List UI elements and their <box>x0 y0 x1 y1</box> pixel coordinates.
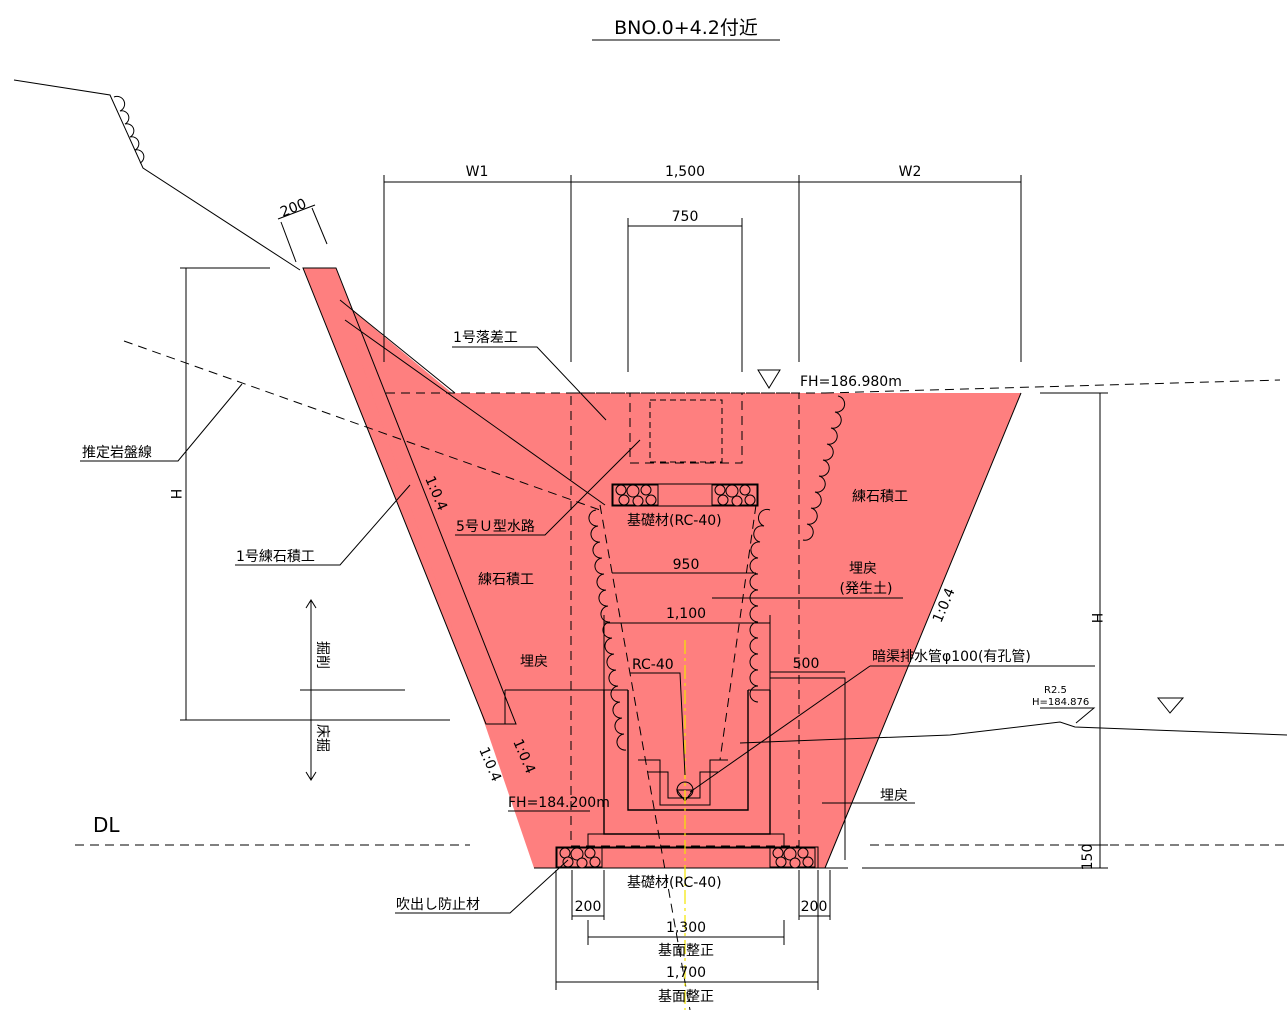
label-masonry-center: 練石積工 <box>478 572 534 588</box>
leader-drain-pointer <box>689 665 871 793</box>
scallop-right-u <box>749 508 771 703</box>
label-base-level-2: 基面整正 <box>658 988 714 1005</box>
leader-bedrock <box>80 383 243 462</box>
terrain <box>13 79 1287 846</box>
dim-200-bottom-right: 200 <box>801 899 828 915</box>
dim-w1: W1 <box>466 164 489 180</box>
label-bed-excavation: 床掘 <box>314 724 330 752</box>
u-channel-inner <box>627 690 749 811</box>
dim-1300: 1,300 <box>666 920 706 936</box>
dim-200-bottom-left: 200 <box>575 899 602 915</box>
gravel-patches <box>556 484 816 869</box>
label-u-channel: 5号Ｕ型水路 <box>456 519 535 535</box>
leader-blowout <box>395 859 569 914</box>
label-bedrock-line: 推定岩盤線 <box>82 445 152 461</box>
dim-950: 950 <box>673 557 700 573</box>
u-channel-outer <box>603 690 771 835</box>
pipe-slope-dash-left <box>599 504 691 1010</box>
label-base-level-1: 基面整正 <box>658 942 714 959</box>
label-rc40: RC-40 <box>632 657 674 673</box>
leader-lines <box>80 346 1096 914</box>
masonry-scallops <box>588 395 846 751</box>
page-title: BNO.0+4.2付近 <box>614 17 758 39</box>
leader-rc40 <box>630 672 686 776</box>
label-excavation: 掘削 <box>314 641 330 669</box>
base-pad-bottom <box>555 846 819 869</box>
scallop-upper-right <box>802 395 846 541</box>
label-backfill-right: 埋戻 <box>849 561 877 577</box>
structure-outlines <box>302 267 1022 1010</box>
label-r25: R2.5 <box>1044 685 1067 696</box>
label-h-ground: H=184.876 <box>1032 697 1089 708</box>
left-wall-inner-slope <box>344 319 606 506</box>
label-fh-top: FH=186.980m <box>800 374 902 390</box>
left-masonry-wall <box>302 267 517 725</box>
dimension-lines <box>180 175 1108 990</box>
label-fh-bottom: FH=184.200m <box>508 795 610 811</box>
label-base-top: 基礎材(RC-40) <box>627 512 722 529</box>
ground-line-right <box>824 379 1281 394</box>
leader-ground <box>1040 707 1096 724</box>
label-backfill-lower-right: 埋戻 <box>880 788 908 804</box>
gravel-top-right <box>711 484 758 507</box>
leader-u-channel <box>455 439 641 536</box>
dim-w2: W2 <box>899 164 922 180</box>
dim-h-right: H <box>1088 613 1104 624</box>
dim-1100: 1,100 <box>666 606 706 622</box>
gravel-bottom-right <box>769 847 816 869</box>
ground-line-lower-right <box>739 721 1287 744</box>
label-drain-pipe: 暗渠排水管φ100(有孔管) <box>872 649 1031 665</box>
label-masonry-right: 練石積工 <box>852 489 908 505</box>
dim-1700: 1,700 <box>666 965 706 981</box>
label-backfill-left: 埋戻 <box>520 654 548 670</box>
label-base-bottom: 基礎材(RC-40) <box>627 874 722 891</box>
dim-750: 750 <box>672 209 699 225</box>
label-masonry-left-call: 1号練石積工 <box>236 549 315 565</box>
leader-masonry-left <box>235 484 411 566</box>
dim-1500: 1,500 <box>665 164 705 180</box>
level-marks <box>757 369 1185 714</box>
section-fill <box>303 268 1021 868</box>
excavation-fill <box>340 300 1021 868</box>
dim-150: 150 <box>1080 844 1096 871</box>
backfill-right-step <box>770 677 846 860</box>
pipe-slope-dash-right <box>719 504 757 761</box>
bedrock-line-dashed <box>123 340 601 511</box>
water-level-right-icon <box>1156 697 1185 714</box>
drain-trench <box>638 759 728 806</box>
label-drop-work: 1号落差工 <box>453 330 518 346</box>
leader-drop-work <box>452 346 607 421</box>
gravel-top-left <box>612 484 659 507</box>
drop-inner-pit <box>649 399 723 463</box>
gravel-bottom-left <box>556 847 603 869</box>
dim-h-left: H <box>167 489 183 500</box>
label-dl: DL <box>93 813 120 837</box>
label-backfill-right-sub: (発生土) <box>840 581 893 597</box>
water-level-top-icon <box>757 369 781 389</box>
cliff-scallops <box>113 95 145 164</box>
excavation-left-line <box>339 299 456 394</box>
excavation-right-edge <box>824 392 1022 869</box>
dim-200-wall: 200 <box>278 196 309 221</box>
slope-ground-line <box>13 79 301 271</box>
dim-500: 500 <box>793 656 820 672</box>
scallop-left-u <box>588 509 627 751</box>
label-blowout: 吹出し防止材 <box>396 897 480 913</box>
base-pad-top <box>611 483 759 507</box>
